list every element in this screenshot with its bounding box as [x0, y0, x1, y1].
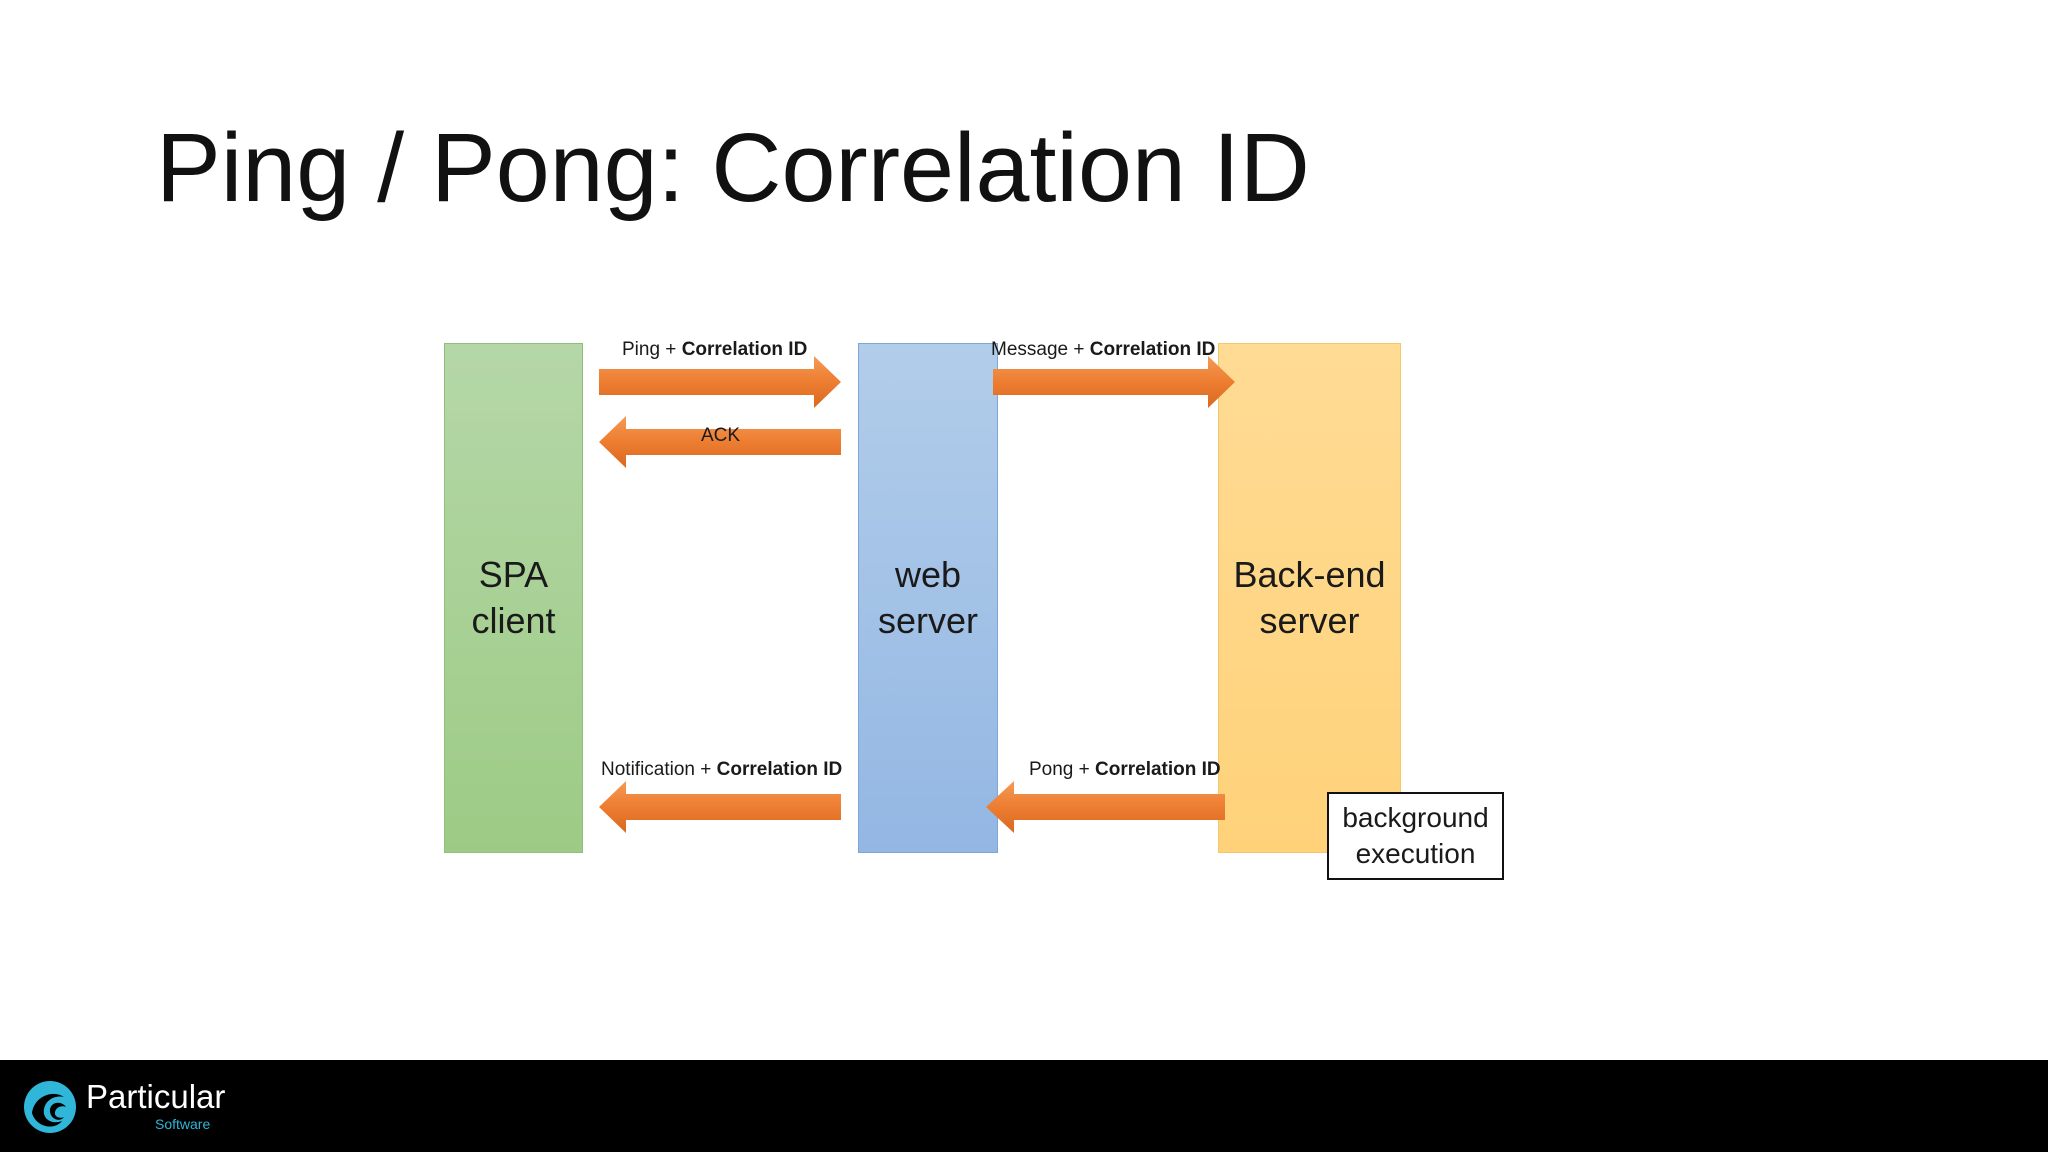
ping-label-text: Ping + — [622, 339, 682, 360]
notification-arrow-label: Notification + Correlation ID — [601, 759, 842, 781]
ping-arrow — [599, 356, 841, 408]
backend-server-label-line2: server — [1259, 600, 1360, 641]
notification-label-bold: Correlation ID — [716, 759, 843, 780]
background-execution-box: background execution — [1327, 792, 1504, 880]
arrows-layer — [599, 356, 1235, 833]
pong-arrow — [986, 781, 1225, 833]
ack-arrow — [599, 416, 841, 468]
pong-label-text: Pong + — [1029, 759, 1096, 780]
brand-subtitle: Software — [155, 1116, 211, 1132]
notification-arrow — [599, 781, 841, 833]
notification-label-text: Notification + — [601, 759, 717, 780]
ping-label-bold: Correlation ID — [681, 339, 808, 360]
pong-label-bold: Correlation ID — [1095, 759, 1221, 780]
ping-arrow-label: Ping + Correlation ID — [622, 339, 807, 361]
background-execution-line1: background — [1342, 801, 1489, 833]
wave-logo-icon — [24, 1081, 76, 1133]
footer-bar: Particular Software — [0, 1060, 2048, 1152]
spa-client-label-line1: SPA — [478, 553, 549, 595]
web-server-box: web server — [858, 343, 998, 853]
backend-server-box: Back-end server — [1218, 343, 1401, 853]
ack-arrow-label: ACK — [701, 425, 741, 446]
background-execution-line2: execution — [1355, 838, 1476, 869]
web-server-label-line2: server — [877, 600, 979, 641]
sequence-diagram: SPA client web server Back-end server — [444, 339, 1504, 880]
message-arrow-label: Message + Correlation ID — [991, 339, 1215, 361]
message-label-bold: Correlation ID — [1089, 339, 1216, 360]
spa-client-label-line2: client — [471, 600, 556, 641]
spa-client-box: SPA client — [444, 343, 583, 853]
backend-server-label-line1: Back-end — [1233, 553, 1386, 595]
message-label-text: Message + — [991, 339, 1090, 360]
message-arrow — [993, 356, 1235, 408]
web-server-label-line1: web — [894, 553, 962, 595]
brand-name: Particular — [86, 1078, 226, 1115]
slide: Ping / Pong: Correlation ID SPA client w… — [156, 113, 1504, 880]
pong-arrow-label: Pong + Correlation ID — [1029, 759, 1221, 781]
slide-title: Ping / Pong: Correlation ID — [156, 113, 1310, 222]
